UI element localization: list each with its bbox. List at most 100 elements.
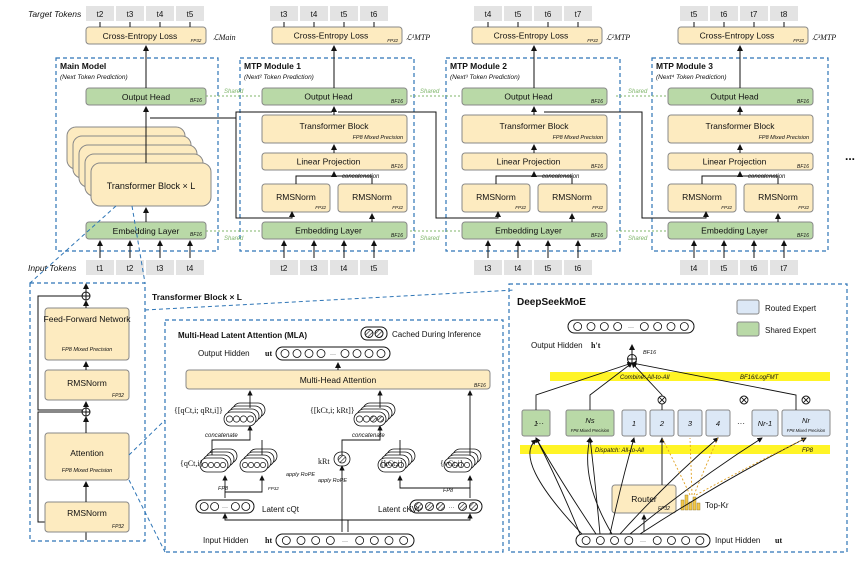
target-token: t4 xyxy=(300,6,328,21)
svg-text:FP32: FP32 xyxy=(112,393,124,399)
svg-text:FP8 Mixed Precision: FP8 Mixed Precision xyxy=(571,428,610,433)
svg-text:t8: t8 xyxy=(781,10,788,19)
legend-shared: Shared Expert xyxy=(765,326,817,335)
svg-text:Output Head: Output Head xyxy=(504,92,552,102)
svg-text:RMSNorm: RMSNorm xyxy=(276,192,316,202)
svg-text:BF16: BF16 xyxy=(474,383,486,389)
main-model-title: Main Model xyxy=(60,61,106,71)
mtp-loss-symbol: ℒ³MTP xyxy=(812,33,836,42)
svg-text:Embedding Layer: Embedding Layer xyxy=(295,226,362,236)
svg-text:Output Head: Output Head xyxy=(304,92,352,102)
svg-text:BF16/LogFMT: BF16/LogFMT xyxy=(740,375,780,381)
svg-text:2: 2 xyxy=(659,419,665,428)
target-token: t5 xyxy=(330,6,358,21)
expert-box: 3 xyxy=(677,409,703,437)
shared-labels: Shared Shared Shared Shared Shared Share… xyxy=(224,89,648,242)
svg-text:t6: t6 xyxy=(545,10,552,19)
svg-text:t3: t3 xyxy=(485,264,492,273)
input-token: t6 xyxy=(564,260,592,275)
svg-text:···: ··· xyxy=(640,539,646,545)
svg-text:4: 4 xyxy=(716,419,720,428)
svg-text:FP8: FP8 xyxy=(443,488,454,494)
svg-text:BF16: BF16 xyxy=(797,99,809,105)
main-model-subtitle: (Next Token Prediction) xyxy=(60,74,128,81)
target-token: t3 xyxy=(270,6,298,21)
svg-text:Input Hidden: Input Hidden xyxy=(715,536,760,545)
svg-text:Transformer Block × L: Transformer Block × L xyxy=(152,292,242,302)
svg-text:t5: t5 xyxy=(545,264,552,273)
svg-text:RMSNorm: RMSNorm xyxy=(682,192,722,202)
svg-text:{kCt,i}: {kCt,i} xyxy=(380,459,404,468)
mtp-loss-symbol: ℒ¹MTP xyxy=(406,33,430,42)
svg-text:Latent cQt: Latent cQt xyxy=(262,505,300,514)
svg-text:FP8 Mixed Precision: FP8 Mixed Precision xyxy=(759,135,809,141)
expert-box: 1 xyxy=(521,409,551,437)
svg-text:t6: t6 xyxy=(371,10,378,19)
svg-text:RMSNorm: RMSNorm xyxy=(67,378,107,388)
svg-text:Combine: All-to-All: Combine: All-to-All xyxy=(620,375,670,381)
svg-text:Latent cKVt: Latent cKVt xyxy=(378,505,420,514)
input-token: t4 xyxy=(504,260,532,275)
legend-routed: Routed Expert xyxy=(765,304,817,313)
svg-text:t7: t7 xyxy=(781,264,788,273)
svg-text:t5: t5 xyxy=(371,264,378,273)
svg-text:apply RoPE: apply RoPE xyxy=(318,478,347,484)
svg-text:ut: ut xyxy=(775,536,782,545)
svg-text:t3: t3 xyxy=(281,10,288,19)
svg-text:FP32: FP32 xyxy=(112,524,124,530)
svg-text:Output Head: Output Head xyxy=(122,92,170,102)
hidden-vector: ··· xyxy=(567,319,695,334)
svg-text:FP8 Mixed Precision: FP8 Mixed Precision xyxy=(62,347,112,353)
svg-text:t2: t2 xyxy=(127,264,134,273)
svg-text:apply RoPE: apply RoPE xyxy=(286,472,315,478)
svg-text:ut: ut xyxy=(265,349,272,358)
svg-text:···: ··· xyxy=(222,505,228,511)
target-token: t6 xyxy=(710,6,738,21)
svg-text:Cross-Entropy Loss: Cross-Entropy Loss xyxy=(494,31,569,41)
svg-text:BF16: BF16 xyxy=(190,98,202,104)
svg-text:Cross-Entropy Loss: Cross-Entropy Loss xyxy=(700,31,775,41)
target-token: t6 xyxy=(534,6,562,21)
svg-text:Shared: Shared xyxy=(420,89,440,95)
main-output-head: Output Head BF16 xyxy=(85,87,207,106)
svg-text:BF16: BF16 xyxy=(391,99,403,105)
svg-text:h′t: h′t xyxy=(591,341,601,350)
svg-text:Attention: Attention xyxy=(70,448,104,458)
svg-text:Transformer Block: Transformer Block xyxy=(299,121,369,131)
svg-text:{vCt,i}: {vCt,i} xyxy=(440,459,464,468)
target-token: t4 xyxy=(474,6,502,21)
svg-text:Transformer Block: Transformer Block xyxy=(499,121,569,131)
svg-text:Shared: Shared xyxy=(420,236,440,242)
mla-title: Multi-Head Latent Attention (MLA) xyxy=(178,331,307,340)
hidden-vector: ··· xyxy=(275,533,415,548)
mtp2-title: MTP Module 2 xyxy=(450,61,507,71)
svg-text:BF16: BF16 xyxy=(190,232,202,238)
svg-text:Shared: Shared xyxy=(224,89,244,95)
svg-text:Cross-Entropy Loss: Cross-Entropy Loss xyxy=(103,31,178,41)
svg-text:t1: t1 xyxy=(97,264,104,273)
target-token: t8 xyxy=(770,6,798,21)
svg-text:Input Hidden: Input Hidden xyxy=(203,536,248,545)
svg-text:{qCt,i}: {qCt,i} xyxy=(180,459,204,468)
mtp1-subtitle: (Next² Token Prediction) xyxy=(244,74,314,81)
expert-box: 1 xyxy=(621,409,647,437)
more-modules-ellipsis: ... xyxy=(845,149,855,163)
hidden-vector: ··· xyxy=(195,499,255,514)
svg-text:t7: t7 xyxy=(575,10,582,19)
svg-text:FP8 Mixed Precision: FP8 Mixed Precision xyxy=(553,135,603,141)
svg-text:concatenate: concatenate xyxy=(205,433,238,439)
svg-text:concatenate: concatenate xyxy=(352,433,385,439)
target-token: t2 xyxy=(86,6,114,21)
svg-text:···: ··· xyxy=(449,505,455,511)
svg-text:···: ··· xyxy=(628,325,634,331)
svg-text:BF16: BF16 xyxy=(591,99,603,105)
cached-legend: Cached During Inference xyxy=(392,330,481,339)
